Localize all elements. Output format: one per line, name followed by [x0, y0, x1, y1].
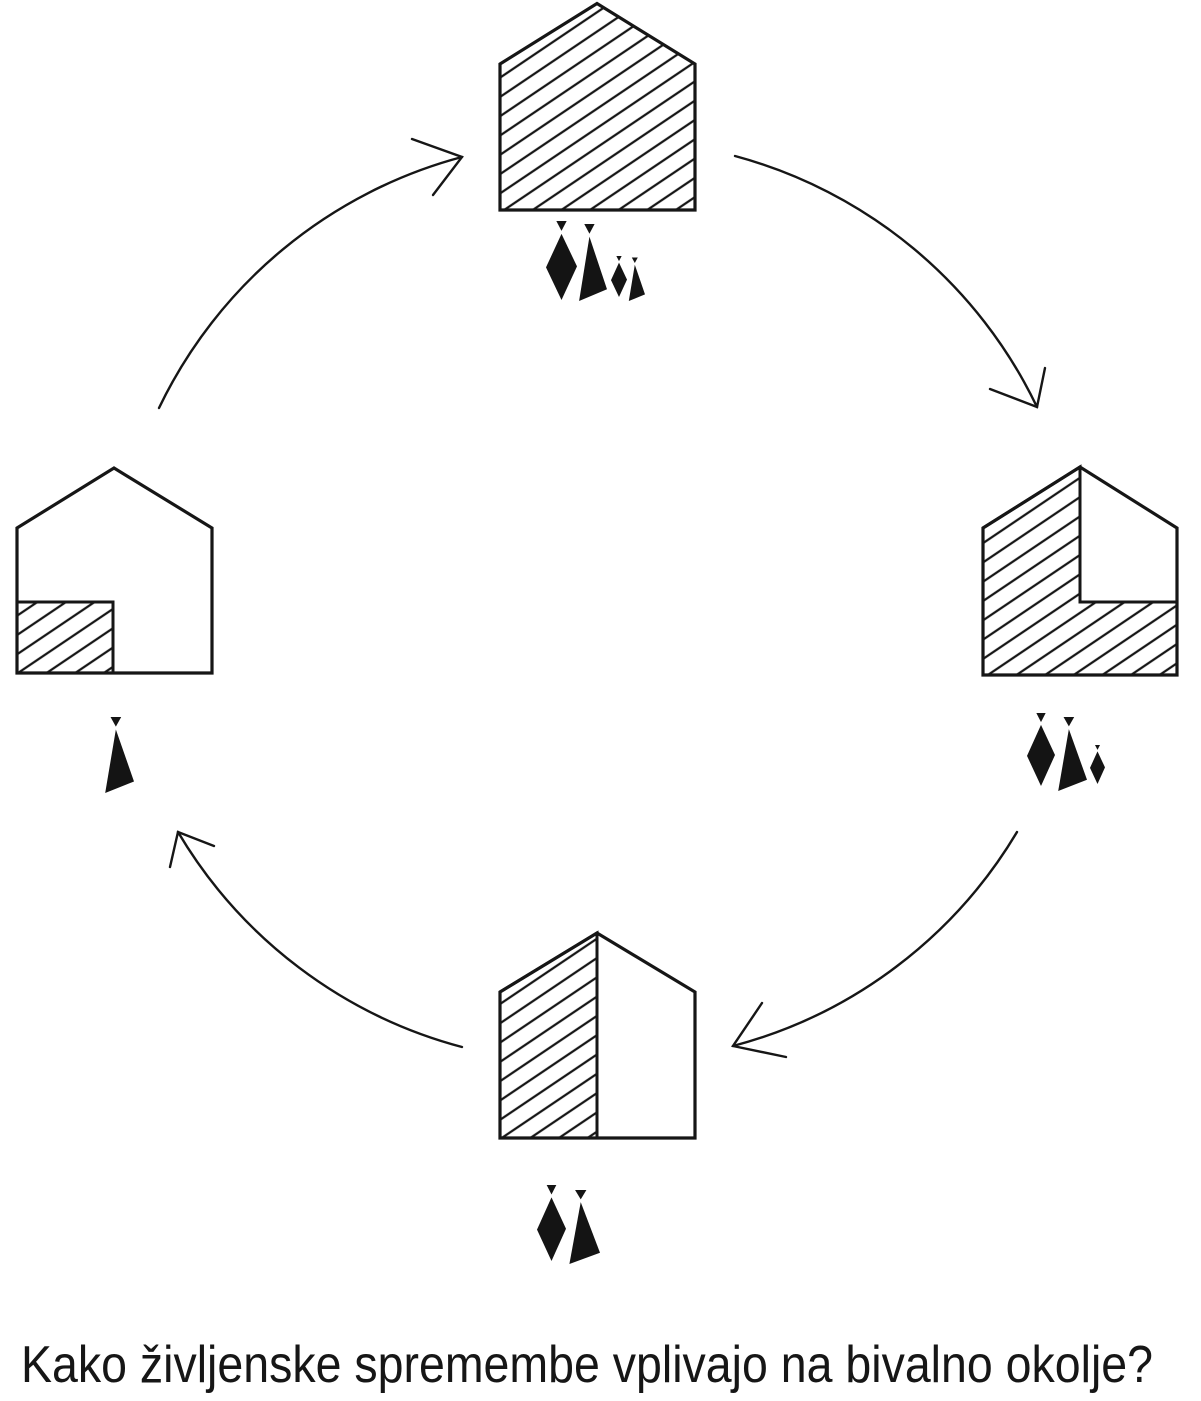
arrow-bottom-to-left: [168, 830, 464, 1049]
arrow-top-to-right: [733, 154, 1047, 409]
arrow-curve: [176, 830, 464, 1049]
house-hatched-region: [15, 600, 115, 675]
arrow-left-to-top: [157, 137, 464, 410]
arrow-curve: [731, 830, 1019, 1048]
house-icon-full-hatched: [498, 1, 697, 212]
house-hatched-region: [498, 930, 599, 1140]
node-right-house: [981, 464, 1179, 791]
caption: Kako življenske spremembe vplivajo na bi…: [21, 1336, 1153, 1394]
node-top-house: [498, 1, 697, 301]
arrowhead-icon: [410, 137, 464, 197]
arrow-curve: [733, 154, 1039, 409]
node-bottom-house: [498, 930, 697, 1264]
house-hatched-region: [981, 464, 1179, 677]
arrowhead-icon: [168, 830, 216, 869]
arrowhead-icon: [988, 366, 1047, 409]
arrow-curve: [157, 155, 464, 410]
node-left-house: [15, 466, 214, 793]
arrow-right-to-bottom: [731, 830, 1019, 1059]
cycle-arrows: [157, 137, 1047, 1059]
arrowhead-icon: [731, 1001, 788, 1059]
